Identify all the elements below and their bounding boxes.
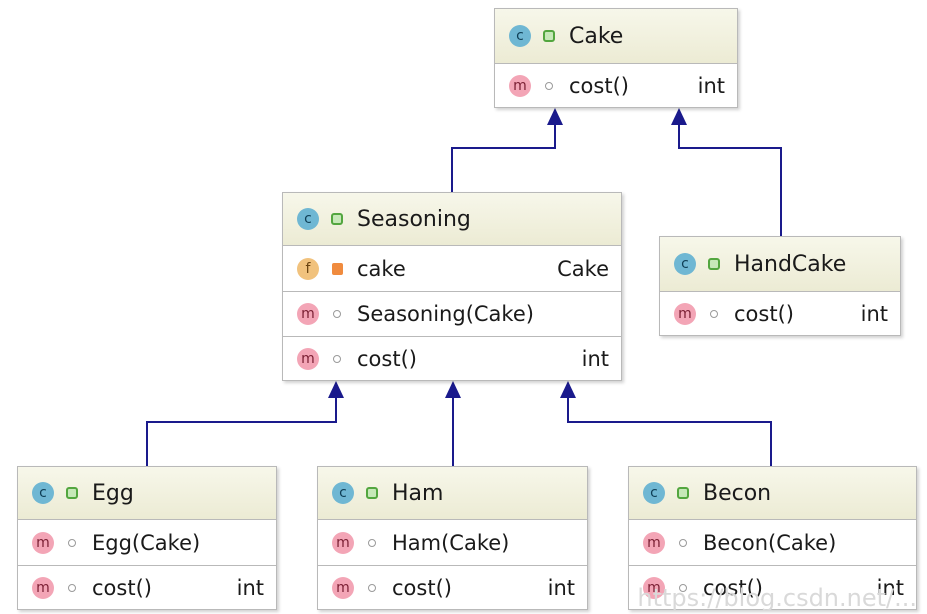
member-name: cost() (734, 301, 794, 326)
package-private-icon (333, 354, 341, 363)
member-name: cake (357, 256, 406, 281)
field-row[interactable]: f cake Cake (283, 246, 621, 291)
public-icon (677, 487, 689, 499)
member-name: cost() (703, 575, 763, 600)
package-private-icon (368, 583, 376, 592)
class-becon[interactable]: c Becon m Becon(Cake) m cost() int (628, 466, 917, 610)
member-name: cost() (357, 346, 417, 371)
method-row[interactable]: m Becon(Cake) (629, 520, 916, 565)
method-row[interactable]: m Egg(Cake) (18, 520, 276, 565)
edge-becon-seasoning (567, 397, 772, 466)
method-row[interactable]: m cost() int (283, 336, 621, 380)
class-egg[interactable]: c Egg m Egg(Cake) m cost() int (17, 466, 277, 610)
method-icon: m (509, 74, 531, 97)
arrowhead-seasoning-cake (547, 108, 563, 125)
member-name: cost() (392, 575, 452, 600)
class-name: Ham (392, 480, 444, 506)
class-seasoning[interactable]: c Seasoning f cake Cake m Seasoning(Cake… (282, 192, 622, 381)
method-icon: m (32, 531, 54, 554)
method-icon: m (297, 347, 319, 370)
method-row[interactable]: m cost() int (495, 64, 737, 107)
class-name: Becon (703, 480, 772, 506)
class-name: HandCake (734, 251, 847, 277)
package-private-icon (545, 81, 553, 90)
public-icon (366, 487, 378, 499)
edge-egg-seasoning (146, 397, 337, 466)
class-name: Egg (92, 480, 134, 506)
package-private-icon (333, 310, 341, 318)
field-icon: f (297, 257, 319, 280)
package-private-icon (368, 538, 376, 547)
watermark: https://blog.csdn.net/... (637, 584, 917, 612)
member-type: int (860, 301, 888, 326)
class-icon: c (509, 25, 531, 47)
arrowhead-becon-seasoning (560, 381, 576, 398)
class-icon: c (332, 482, 354, 504)
public-icon (66, 487, 78, 499)
method-icon: m (332, 576, 354, 599)
class-icon: c (297, 208, 319, 230)
class-header: c Cake (495, 9, 737, 64)
package-private-icon (710, 309, 718, 318)
member-type: int (697, 73, 725, 98)
class-name: Cake (569, 23, 624, 49)
member-type: Cake (557, 256, 609, 281)
class-icon: c (674, 253, 696, 275)
class-ham[interactable]: c Ham m Ham(Cake) m cost() int (317, 466, 588, 610)
class-name: Seasoning (357, 206, 471, 232)
public-icon (331, 213, 343, 225)
class-cake[interactable]: c Cake m cost() int (494, 8, 738, 108)
public-icon (708, 258, 720, 270)
arrowhead-ham-seasoning (445, 381, 461, 398)
member-type: int (236, 575, 264, 600)
edge-handcake-cake (678, 124, 782, 236)
member-name: cost() (569, 73, 629, 98)
method-icon: m (674, 302, 696, 325)
member-name: Seasoning(Cake) (357, 302, 534, 326)
arrowhead-handcake-cake (671, 108, 687, 125)
class-header: c Becon (629, 467, 916, 520)
package-private-icon (68, 583, 76, 592)
method-row[interactable]: m cost() int (318, 565, 587, 609)
class-handcake[interactable]: c HandCake m cost() int (659, 236, 901, 336)
method-icon: m (297, 303, 319, 325)
class-icon: c (643, 482, 665, 504)
edge-seasoning-cake (451, 124, 556, 192)
member-name: Egg(Cake) (92, 530, 201, 555)
class-header: c Seasoning (283, 193, 621, 246)
member-type: int (547, 575, 575, 600)
method-icon: m (643, 531, 665, 554)
class-header: c HandCake (660, 237, 900, 292)
member-name: Ham(Cake) (392, 530, 510, 555)
member-name: cost() (92, 575, 152, 600)
method-icon: m (332, 531, 354, 554)
method-icon: m (32, 576, 54, 599)
package-private-icon (679, 583, 687, 592)
public-icon (543, 30, 555, 42)
class-icon: c (32, 482, 54, 504)
private-lock-icon (332, 262, 343, 275)
package-private-icon (68, 538, 76, 547)
class-header: c Ham (318, 467, 587, 520)
method-row[interactable]: m cost() int (629, 565, 916, 609)
method-row[interactable]: m Ham(Cake) (318, 520, 587, 565)
package-private-icon (679, 538, 687, 547)
method-row[interactable]: m cost() int (18, 565, 276, 609)
method-icon: m (643, 576, 665, 599)
class-header: c Egg (18, 467, 276, 520)
method-row[interactable]: m Seasoning(Cake) (283, 291, 621, 336)
member-type: int (876, 575, 904, 600)
member-name: Becon(Cake) (703, 530, 837, 555)
arrowhead-egg-seasoning (328, 381, 344, 398)
member-type: int (581, 346, 609, 371)
method-row[interactable]: m cost() int (660, 292, 900, 335)
